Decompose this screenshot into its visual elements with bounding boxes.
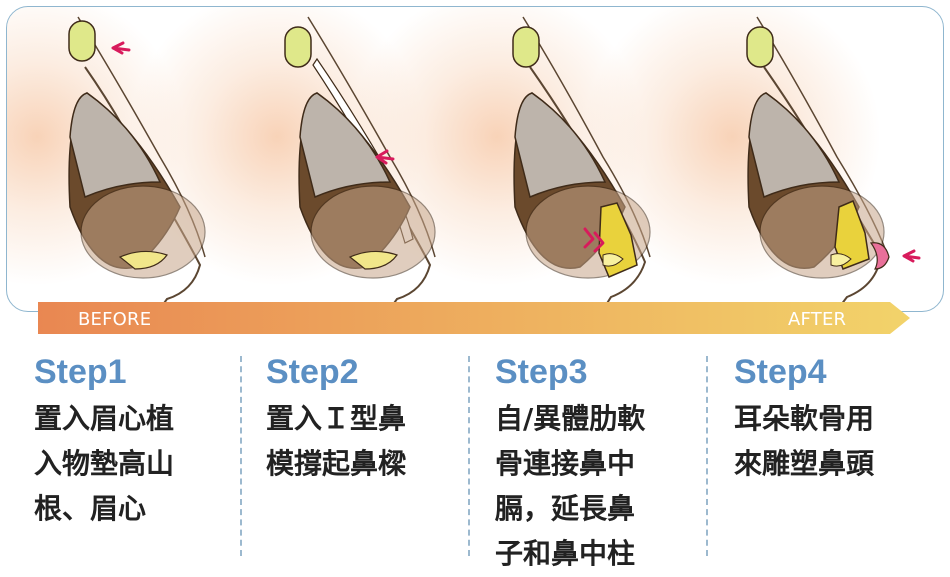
marker-arrow-icon <box>375 149 395 165</box>
after-label: AFTER <box>788 309 847 330</box>
step-title: Step3 <box>495 353 588 391</box>
illustration-panel <box>6 6 944 312</box>
step-2: Step2 置入Ｉ型鼻 模撐起鼻樑 <box>266 352 406 486</box>
marker-arrow-icon <box>583 227 605 253</box>
marker-arrow-icon <box>902 249 921 263</box>
step-description: 置入Ｉ型鼻 模撐起鼻樑 <box>266 402 407 480</box>
nose-diagram-step1 <box>68 16 206 311</box>
step-divider <box>240 356 242 556</box>
step-description: 耳朵軟骨用 來雕塑鼻頭 <box>734 402 875 480</box>
before-label: BEFORE <box>78 309 152 330</box>
step-description: 置入眉心植 入物墊高山 根、眉心 <box>34 402 175 525</box>
step-divider <box>468 356 470 556</box>
nose-diagram-step3 <box>512 16 651 311</box>
step-3: Step3 自/異體肋軟 骨連接鼻中 膈，延長鼻 子和鼻中柱 <box>495 352 645 576</box>
step-title: Step1 <box>34 353 127 391</box>
step-description: 自/異體肋軟 骨連接鼻中 膈，延長鼻 子和鼻中柱 <box>495 402 646 570</box>
nose-diagram-step4 <box>746 16 921 311</box>
marker-arrow-icon <box>111 41 131 55</box>
step-divider <box>706 356 708 556</box>
step-1: Step1 置入眉心植 入物墊高山 根、眉心 <box>34 352 174 531</box>
step-title: Step4 <box>734 353 827 391</box>
nose-diagram-step2 <box>284 16 436 311</box>
step-title: Step2 <box>266 353 359 391</box>
step-4: Step4 耳朵軟骨用 來雕塑鼻頭 <box>734 352 874 486</box>
progress-arrow-bar <box>38 302 910 334</box>
